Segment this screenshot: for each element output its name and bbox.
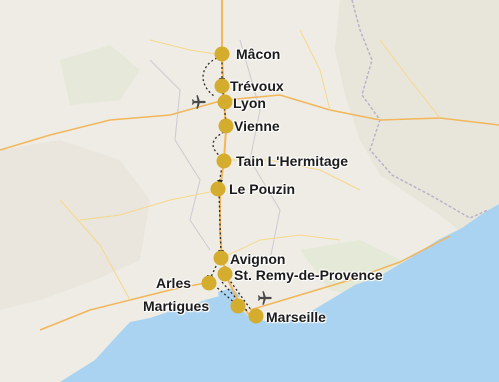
stop-marker-avignon[interactable] [213,250,229,266]
stop-label-marseille[interactable]: Marseille [266,309,326,325]
stop-label-le-pouzin[interactable]: Le Pouzin [229,181,296,197]
stop-label-avignon[interactable]: Avignon [230,251,286,267]
mediterranean-sea [60,204,499,382]
region-border [149,59,211,251]
route-segment [209,261,219,280]
road-5 [149,39,223,56]
country-border [351,0,489,219]
stop-label-martigues[interactable]: Martigues [143,298,210,314]
airplane-icon [257,291,272,305]
stop-markers [201,46,264,324]
stop-label-tain-lhermitage[interactable]: Tain L'Hermitage [236,153,348,169]
stop-marker-trevoux[interactable] [214,78,230,94]
stop-label-arles[interactable]: Arles [156,275,192,291]
road-1 [221,234,341,259]
stop-label-trevoux[interactable]: Trévoux [230,78,284,94]
stop-marker-arles[interactable] [201,275,217,291]
highway-south-east [249,235,451,311]
stop-marker-le-pouzin[interactable] [210,181,226,197]
route-segment [227,277,255,315]
stop-marker-macon[interactable] [214,46,230,62]
airplane-icon [191,95,206,109]
highway-west [0,99,225,151]
stop-marker-tain-lhermitage[interactable] [216,153,232,169]
route-segment [213,284,237,305]
route-segment [218,191,222,256]
stop-marker-st-remy[interactable] [217,266,233,282]
stop-marker-vienne[interactable] [218,118,234,134]
alps-relief [335,0,499,250]
green-area-2 [60,45,140,105]
stop-label-macon[interactable]: Mâcon [236,46,281,62]
route-segment [218,165,223,186]
road-6 [379,39,441,119]
road-4 [299,29,331,111]
road-7 [59,199,131,301]
stop-label-vienne[interactable]: Vienne [234,118,280,134]
road-2 [224,159,361,191]
stop-marker-martigues[interactable] [230,298,246,314]
stop-label-st-remy[interactable]: St. Remy-de-Provence [234,267,383,283]
river-cruise-route [202,57,255,315]
highway-east [225,94,499,126]
stop-label-lyon[interactable]: Lyon [233,95,266,111]
stop-marker-marseille[interactable] [248,308,264,324]
stop-marker-lyon[interactable] [217,94,233,110]
road-3 [79,189,221,221]
route-segment [202,57,218,97]
